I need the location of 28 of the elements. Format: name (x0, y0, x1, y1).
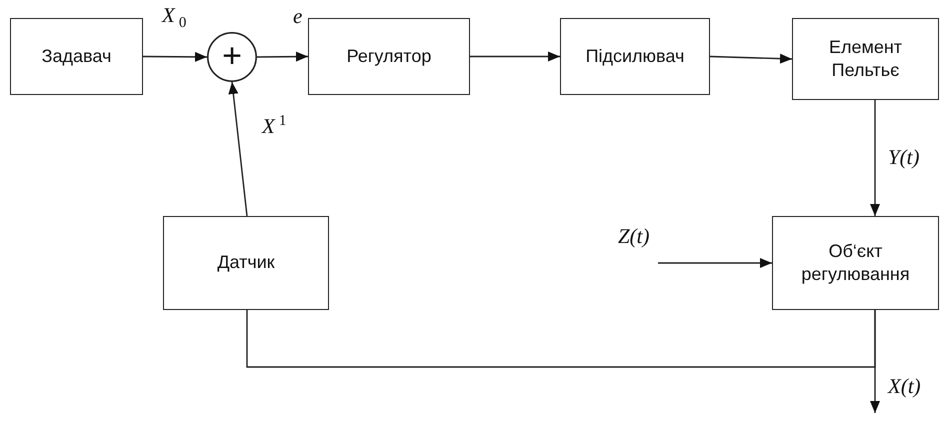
arrow (143, 52, 207, 62)
summing-junction (207, 32, 257, 82)
block-label: Регулятор (346, 44, 432, 68)
block-label: Підсилювач (584, 44, 686, 68)
block (792, 18, 939, 100)
arrow (870, 100, 880, 216)
signal-label: e (293, 6, 302, 27)
signal-label: X(t) (888, 376, 921, 397)
block-label: Елемент Пельтьє (828, 36, 904, 82)
block-label: Задавач (40, 44, 112, 68)
block (308, 18, 470, 95)
block-label: Датчик (216, 251, 276, 274)
signal-label: X$_{0}$ (162, 5, 186, 32)
signal-label: Y(t) (888, 147, 920, 168)
arrow (470, 52, 560, 62)
block (772, 216, 939, 310)
arrow (658, 258, 772, 268)
arrow (228, 82, 248, 216)
block (163, 216, 329, 310)
signal-label: X$^{1}$ (262, 114, 286, 137)
feedback-line (246, 310, 876, 368)
arrow (257, 52, 308, 62)
signal-label: Z(t) (618, 226, 650, 247)
plus-sign: + (222, 38, 242, 72)
block-label: Об‘єкт регулювання (800, 240, 911, 286)
block (560, 18, 710, 95)
arrow (710, 54, 792, 64)
block (10, 18, 143, 95)
